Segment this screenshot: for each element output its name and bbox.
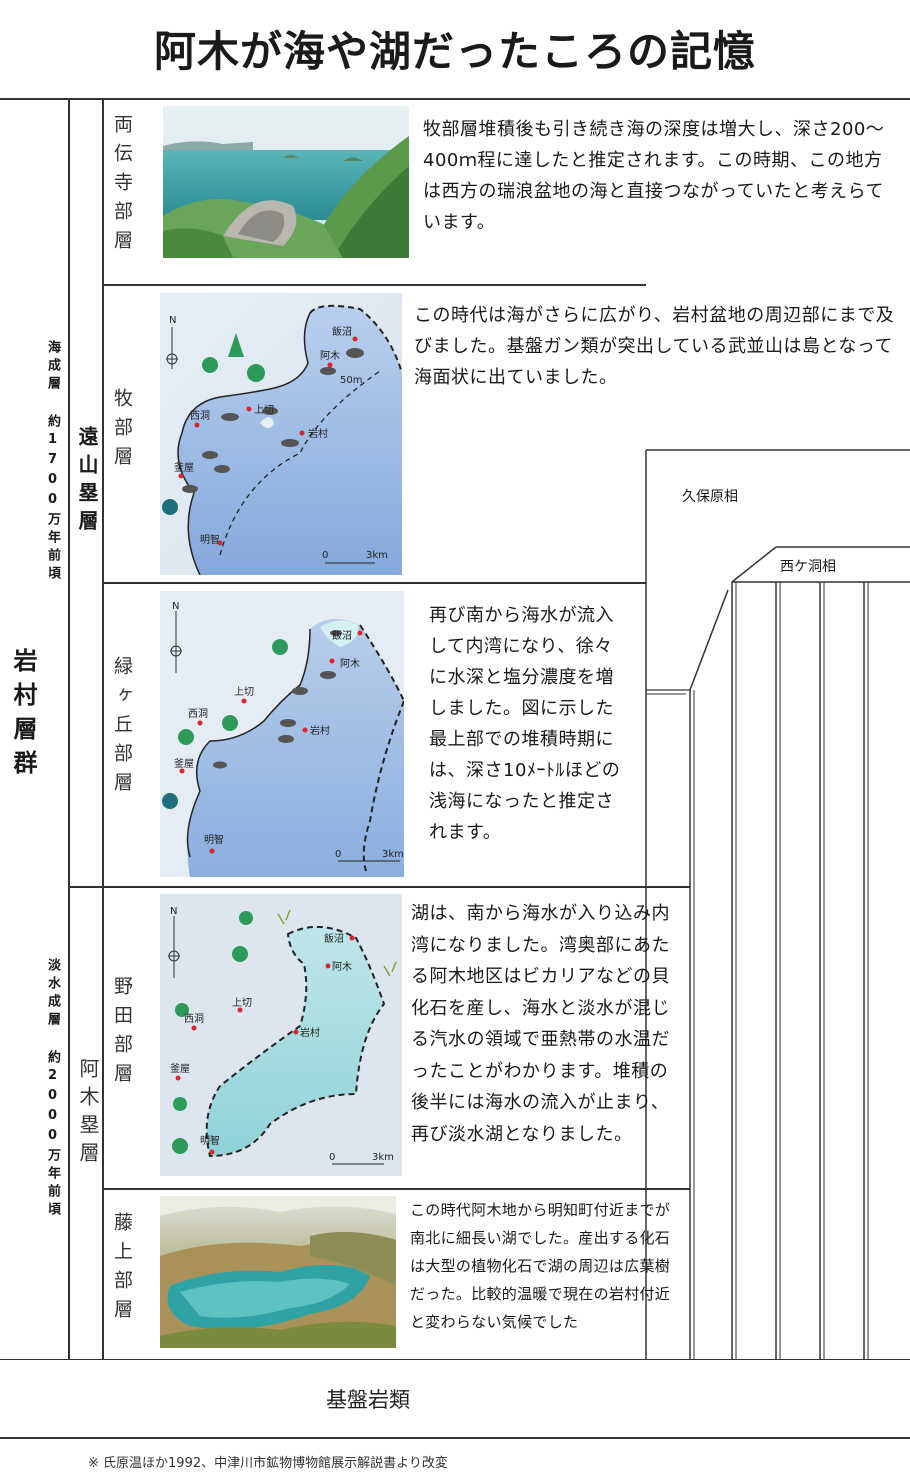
- group-name: 岩村層群: [9, 648, 37, 784]
- map-label-agi: 阿木: [340, 658, 360, 670]
- map-label-kamaya: 釜屋: [174, 461, 194, 474]
- map-label-kamigiri: 上切: [234, 686, 254, 698]
- map-label-nishihora: 西洞: [190, 410, 210, 422]
- formation-name-ryodenji: 両伝寺部層: [111, 114, 133, 259]
- map-label-iinuma: 飯沼: [324, 932, 344, 945]
- map-label-north: N: [169, 315, 176, 326]
- formation-desc-maki: この時代は海がさらに広がり、岩村盆地の周辺部にまで及びました。基盤ガン類が突出し…: [414, 305, 895, 388]
- map-label-depth: 50m: [340, 375, 362, 386]
- map-label-iwamura: 岩村: [310, 724, 330, 737]
- facies-label-nishigahora: 西ケ洞相: [780, 559, 836, 575]
- map-scale-end: 3km: [372, 1152, 394, 1163]
- lake-landscape-illustration: [160, 1196, 396, 1348]
- row-divider-4: [102, 1188, 690, 1190]
- page-title: 阿木が海や湖だったころの記憶: [153, 27, 756, 76]
- group-column-divider: [68, 98, 70, 1360]
- basement-label: 基盤岩類: [326, 1388, 410, 1412]
- formation-name-midorigaoka: 緑ヶ丘部層: [111, 656, 133, 801]
- freshwater-age-label: 淡水成層 約2000万年前頃: [45, 958, 60, 1220]
- row-divider-1: [102, 284, 646, 286]
- map-scale-zero: 0: [322, 550, 328, 561]
- map-scale-end: 3km: [382, 849, 404, 860]
- map-label-akechi: 明智: [200, 1134, 220, 1147]
- midorigaoka-map: N 飯沼 阿木 上切 西洞 岩村 釜屋 明智 0 3km: [160, 591, 404, 877]
- map-label-kamigiri: 上切: [254, 404, 274, 416]
- subgroup-upper: 遠山塁層: [75, 426, 99, 538]
- table-top-border: [0, 98, 910, 100]
- formation-name-fujigami: 藤上部層: [111, 1212, 133, 1328]
- map-label-agi: 阿木: [320, 350, 340, 362]
- map-label-akechi: 明智: [200, 533, 220, 546]
- facies-lines: [645, 449, 910, 1360]
- formation-desc-ryodenji: 牧部層堆積後も引き続き海の深度は増大し、深さ200〜400ｍ程に達したと推定され…: [423, 119, 885, 233]
- noda-map: N 飯沼 阿木 上切 西洞 岩村 釜屋 明智 0 3km: [160, 894, 402, 1176]
- maki-map: N 飯沼 阿木 50m 上切 西洞 岩村 釜屋 明智 0 3km: [160, 293, 402, 575]
- footnote: ※ 氏原温ほか1992、中津川市鉱物博物館展示解説書より改変: [88, 1456, 448, 1471]
- basement-top-line: [0, 1359, 910, 1360]
- formation-name-noda: 野田部層: [111, 976, 133, 1092]
- map-label-akechi: 明智: [204, 833, 224, 846]
- map-label-iwamura: 岩村: [300, 1026, 320, 1039]
- map-label-nishihora: 西洞: [184, 1013, 204, 1025]
- row-divider-2: [102, 582, 646, 584]
- formation-desc-midorigaoka: 再び南から海水が流入して内湾になり、徐々に水深と塩分濃度を増しました。図に示した…: [429, 605, 621, 843]
- formation-desc-fujigami: この時代阿木地から明知町付近までが南北に細長い湖でした。産出する化石は大型の植物…: [410, 1201, 671, 1331]
- map-scale-zero: 0: [329, 1152, 335, 1163]
- subgroup-column-divider: [102, 98, 104, 1360]
- map-scale-zero: 0: [335, 849, 341, 860]
- map-label-agi: 阿木: [332, 961, 352, 973]
- map-label-north: N: [170, 906, 177, 917]
- map-scale-end: 3km: [366, 550, 388, 561]
- table-bottom-border: [0, 1437, 910, 1439]
- map-label-kamaya: 釜屋: [170, 1062, 190, 1075]
- formation-name-maki: 牧部層: [111, 388, 133, 475]
- facies-label-kubohara: 久保原相: [682, 489, 738, 505]
- marine-age-label: 海成層 約1700万年前頃: [45, 340, 60, 584]
- map-label-iinuma: 飯沼: [332, 325, 352, 338]
- subgroup-lower: 阿木塁層: [76, 1058, 100, 1170]
- row-divider-3: [68, 886, 690, 888]
- map-label-nishihora: 西洞: [188, 708, 208, 720]
- map-label-iwamura: 岩村: [308, 427, 328, 440]
- map-label-iinuma: 飯沼: [332, 629, 352, 642]
- formation-desc-noda: 湖は、南から海水が入り込み内湾になりました。湾奥部にあたる阿木地区はビカリアなど…: [411, 903, 670, 1145]
- map-label-north: N: [172, 601, 179, 612]
- map-label-kamaya: 釜屋: [174, 757, 194, 770]
- map-label-kamigiri: 上切: [232, 997, 252, 1009]
- sea-landscape-illustration: [163, 106, 409, 258]
